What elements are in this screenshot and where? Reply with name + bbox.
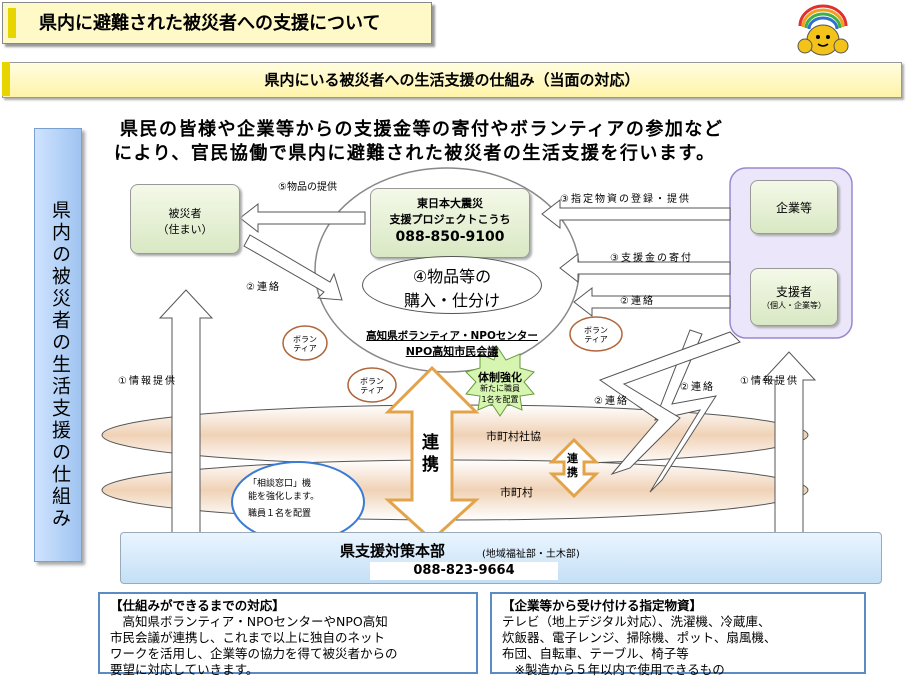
municipality-label: 市町村 bbox=[500, 486, 533, 499]
contact-lightning-arrow-2 bbox=[598, 331, 741, 476]
taisei-text: 体制強化 新たに職員 1名を配置 bbox=[478, 371, 522, 404]
lead-line-2: により、官民協働で県内に避難された被災者の生活支援を行います。 bbox=[114, 143, 716, 164]
purchase-label-1: ④物品等の bbox=[412, 267, 492, 286]
bottom-left-line: ワークを活用し、企業等の協力を得て被災者からの bbox=[110, 646, 398, 661]
volunteer-label-2: ボランティア bbox=[360, 377, 384, 395]
info-label-left: ①情報提供 bbox=[118, 376, 177, 387]
contact-label-lightning-1: ②連絡 bbox=[594, 396, 629, 407]
bottom-right-line: テレビ（地上デジタル対応）、洗濯機、冷蔵庫、 bbox=[502, 614, 771, 629]
hq-phone: 088-823-9664 bbox=[370, 562, 558, 580]
shakyo-label: 市町村社協 bbox=[486, 430, 541, 443]
mascot-icon bbox=[797, 4, 849, 56]
subtitle: 県内にいる被災者への生活支援の仕組み（当面の対応） bbox=[264, 71, 640, 89]
designated-goods-label: ③指定物資の登録・提供 bbox=[560, 194, 691, 205]
center-phone: 088-850-9100 bbox=[395, 229, 505, 245]
bottom-right-line: ※製造から５年以内で使用できるもの bbox=[502, 662, 725, 677]
title-accent-bar bbox=[8, 8, 16, 38]
contact-label-right: ②連絡 bbox=[620, 296, 655, 307]
volunteer-label-1: ボランティア bbox=[293, 335, 317, 353]
supporter-label: 支援者 bbox=[775, 285, 812, 299]
volunteer-circle-2 bbox=[347, 367, 397, 403]
volunteer-label-3: ボランティア bbox=[584, 326, 608, 344]
donation-arrow bbox=[559, 252, 731, 284]
npo-label-2: NPO高知市民会議 bbox=[405, 345, 499, 358]
contact-arrow-right bbox=[573, 286, 731, 318]
renkei-small-label: 連携 bbox=[567, 452, 578, 479]
info-arrow-right bbox=[761, 351, 817, 541]
center-label-1: 東日本大震災 bbox=[417, 197, 483, 210]
sidebar-bar bbox=[34, 128, 82, 562]
subtitle-box: 県内にいる被災者への生活支援の仕組み（当面の対応） bbox=[2, 62, 902, 98]
contact-label-lightning-2: ②連絡 bbox=[680, 382, 715, 393]
goods-provision-arrow bbox=[239, 202, 366, 234]
bottom-left-box: 【仕組みができるまでの対応】 高知県ボランティア・NPOセンターやNPO高知 市… bbox=[98, 592, 478, 677]
contact-arrow-left bbox=[243, 234, 343, 301]
info-label-right: ①情報提供 bbox=[740, 376, 799, 387]
bottom-left-title: 【仕組みができるまでの対応】 bbox=[110, 598, 285, 613]
hq-name: 県支援対策本部 bbox=[340, 542, 446, 560]
sidebar-label: 県内の被災者の生活支援の仕組み bbox=[49, 200, 71, 530]
volunteer-circle-3 bbox=[569, 316, 623, 352]
bottom-right-line: 布団、自転車、テーブル、椅子等 bbox=[502, 646, 689, 661]
subtitle-accent-bar bbox=[2, 62, 10, 96]
designated-goods-arrow bbox=[541, 198, 731, 230]
lead-text: 県民の皆様や企業等からの支援金等の寄付やボランティアの参加など により、官民協働… bbox=[114, 118, 840, 166]
hq-sub: (地域福祉部・土木部) bbox=[482, 549, 580, 560]
info-arrow-left bbox=[158, 289, 214, 541]
victim-box: 被災者 （住まい） bbox=[130, 184, 240, 254]
goods-provision-label: ⑤物品の提供 bbox=[278, 182, 337, 193]
bottom-right-line: 炊飯器、電子レンジ、掃除機、ポット、扇風機、 bbox=[502, 630, 777, 645]
bottom-left-line: 要望に対応していきます。 bbox=[110, 662, 259, 677]
bottom-right-title: 【企業等から受け付ける指定物資】 bbox=[502, 598, 703, 613]
company-label: 企業等 bbox=[775, 201, 812, 215]
purchase-label-2: 購入・仕分け bbox=[403, 291, 500, 310]
victim-label: 被災者 bbox=[168, 207, 202, 220]
bottom-left-line: 市民会議が連携し、これまで以上に独自のネット bbox=[110, 630, 386, 645]
bottom-left-line: 高知県ボランティア・NPOセンターやNPO高知 bbox=[110, 614, 388, 629]
renkei-big-label: 連携 bbox=[422, 433, 439, 475]
renkei-small-arrow bbox=[548, 437, 600, 499]
supporter-box: 支援者 （個人・企業等） bbox=[750, 268, 838, 326]
donation-label: ③支援金の寄付 bbox=[610, 253, 693, 264]
bubble-text: 「相談窓口」機 能を強化します。 職員１名を配置 bbox=[248, 479, 320, 519]
contact-label-left: ②連絡 bbox=[246, 282, 281, 293]
page-title: 県内に避難された被災者への支援について bbox=[39, 13, 381, 34]
npo-labels: 高知県ボランティア・NPOセンター NPO高知市民会議 bbox=[362, 328, 542, 359]
center-project-box: 東日本大震災 支援プロジェクトこうち 088-850-9100 bbox=[370, 188, 530, 258]
taisei-starburst bbox=[465, 346, 535, 417]
lead-line-1: 県民の皆様や企業等からの支援金等の寄付やボランティアの参加など bbox=[120, 119, 724, 140]
purchase-ellipse: ④物品等の 購入・仕分け bbox=[362, 256, 542, 314]
page-title-box: 県内に避難された被災者への支援について bbox=[2, 2, 432, 44]
supporter-sublabel: （個人・企業等） bbox=[762, 301, 826, 310]
bottom-right-box: 【企業等から受け付ける指定物資】 テレビ（地上デジタル対応）、洗濯機、冷蔵庫、 … bbox=[490, 592, 866, 677]
victim-sublabel: （住まい） bbox=[157, 223, 213, 236]
volunteer-circle-1 bbox=[282, 325, 328, 361]
center-label-2: 支援プロジェクトこうち bbox=[389, 213, 511, 226]
company-box: 企業等 bbox=[750, 180, 838, 234]
npo-label-1: 高知県ボランティア・NPOセンター bbox=[366, 330, 538, 342]
